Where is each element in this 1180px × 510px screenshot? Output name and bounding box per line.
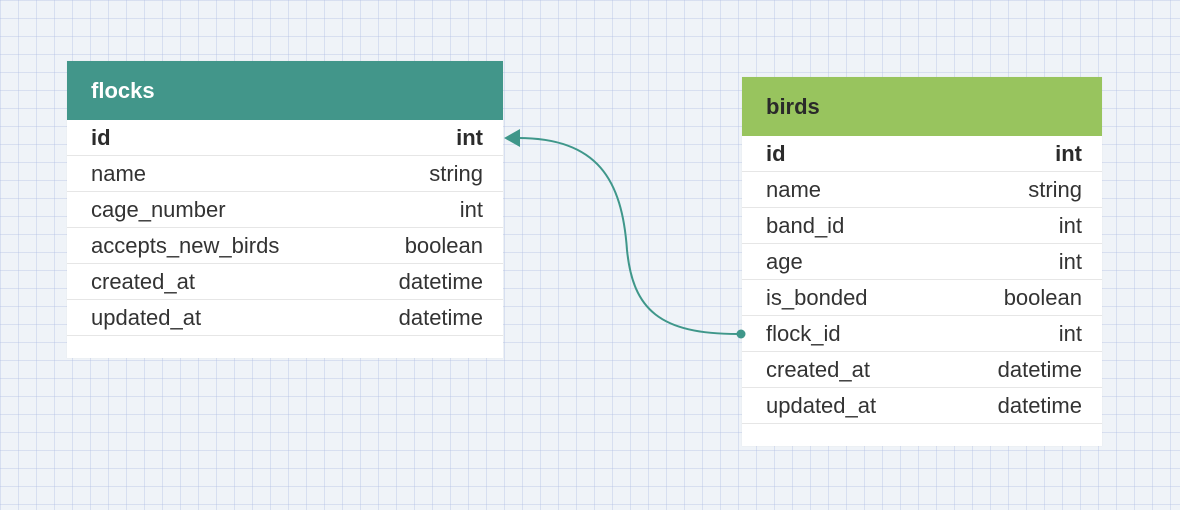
column-name: updated_at <box>766 393 877 418</box>
column-type: datetime <box>398 269 483 294</box>
column-row-id[interactable]: id int <box>742 136 1102 172</box>
column-row-flock-id[interactable]: flock_id int <box>742 316 1102 352</box>
column-type: int <box>459 197 483 222</box>
column-type: boolean <box>1003 285 1082 310</box>
column-name: updated_at <box>91 305 202 330</box>
column-row-band-id[interactable]: band_id int <box>742 208 1102 244</box>
column-row-cage-number[interactable]: cage_number int <box>67 192 503 228</box>
column-row-is-bonded[interactable]: is_bonded boolean <box>742 280 1102 316</box>
column-name: name <box>766 177 822 202</box>
column-row-updated-at[interactable]: updated_at datetime <box>742 388 1102 424</box>
column-type: datetime <box>997 357 1082 382</box>
column-type: int <box>1058 321 1082 346</box>
column-type: int <box>456 125 483 150</box>
relation-line[interactable] <box>517 137 739 335</box>
column-name: created_at <box>91 269 195 294</box>
column-type: int <box>1055 141 1082 166</box>
column-type: int <box>1058 249 1082 274</box>
table-header-birds[interactable]: birds <box>742 77 1102 136</box>
column-row-id[interactable]: id int <box>67 120 503 156</box>
column-row-accepts-new-birds[interactable]: accepts_new_birds boolean <box>67 228 503 264</box>
column-name: band_id <box>766 213 845 238</box>
column-name: created_at <box>766 357 870 382</box>
column-type: datetime <box>398 305 483 330</box>
column-name: cage_number <box>91 197 226 222</box>
column-name: name <box>91 161 147 186</box>
column-name: is_bonded <box>766 285 868 310</box>
table-flocks[interactable]: flocks id int name string cage_number in… <box>67 61 503 358</box>
table-footer <box>742 424 1102 446</box>
column-row-name[interactable]: name string <box>67 156 503 192</box>
column-name: id <box>91 125 111 150</box>
column-name: accepts_new_birds <box>91 233 280 258</box>
column-type: boolean <box>404 233 483 258</box>
column-name: age <box>766 249 803 274</box>
column-type: int <box>1058 213 1082 238</box>
column-type: string <box>429 161 483 186</box>
arrowhead-icon <box>504 129 520 147</box>
column-row-name[interactable]: name string <box>742 172 1102 208</box>
column-row-age[interactable]: age int <box>742 244 1102 280</box>
table-header-flocks[interactable]: flocks <box>67 61 503 120</box>
column-name: id <box>766 141 786 166</box>
column-type: string <box>1028 177 1082 202</box>
column-row-created-at[interactable]: created_at datetime <box>742 352 1102 388</box>
column-row-created-at[interactable]: created_at datetime <box>67 264 503 300</box>
column-name: flock_id <box>766 321 841 346</box>
column-type: datetime <box>997 393 1082 418</box>
table-birds[interactable]: birds id int name string band_id int age… <box>742 77 1102 446</box>
table-footer <box>67 336 503 358</box>
column-row-updated-at[interactable]: updated_at datetime <box>67 300 503 336</box>
